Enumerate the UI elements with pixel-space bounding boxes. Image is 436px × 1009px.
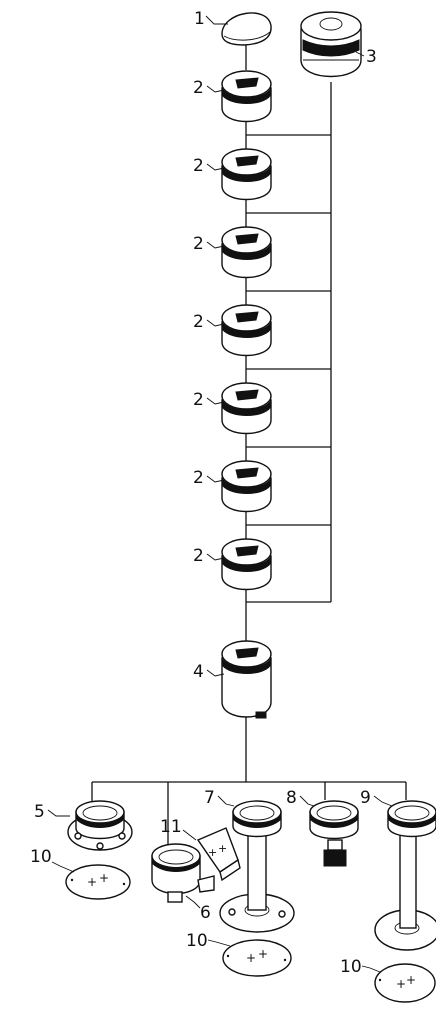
- part-sound-module: [300, 11, 362, 78]
- svg-text:+: +: [218, 842, 227, 855]
- callout-6: 6: [200, 903, 211, 923]
- callout-1: 1: [194, 9, 205, 29]
- callout-7: 7: [204, 788, 215, 808]
- part-angle-bracket: + +: [196, 827, 241, 882]
- svg-text:+: +: [246, 951, 256, 965]
- callout-2: 2: [193, 546, 204, 566]
- part-gasket: + +: [65, 864, 131, 900]
- part-light-module: [221, 460, 272, 513]
- callout-2: 2: [193, 78, 204, 98]
- callout-2: 2: [193, 468, 204, 488]
- part-light-module: [221, 148, 272, 201]
- part-bracket-mount: [151, 843, 215, 903]
- part-light-module: [221, 382, 272, 435]
- callout-2: 2: [193, 234, 204, 254]
- callout-2: 2: [193, 312, 204, 332]
- svg-text:+: +: [406, 973, 416, 987]
- callout-9: 9: [360, 788, 371, 808]
- callout-8: 8: [286, 788, 297, 808]
- part-dome-cap: [221, 12, 272, 46]
- part-base-module: [221, 640, 272, 719]
- callout-2: 2: [193, 390, 204, 410]
- part-tube-mount: [219, 800, 295, 933]
- callout-10: 10: [30, 847, 52, 867]
- part-light-module: [221, 538, 272, 591]
- svg-text:+: +: [99, 871, 109, 885]
- part-light-module: [221, 226, 272, 279]
- callout-10: 10: [186, 931, 208, 951]
- callout-2: 2: [193, 156, 204, 176]
- svg-text:+: +: [396, 977, 406, 991]
- part-gasket: + +: [374, 963, 436, 1003]
- callout-4: 4: [193, 662, 204, 682]
- svg-text:+: +: [258, 947, 268, 961]
- part-light-module: [221, 304, 272, 357]
- svg-text:+: +: [87, 875, 97, 889]
- callout-3: 3: [366, 47, 377, 67]
- part-flat-mount: [67, 800, 133, 851]
- svg-text:+: +: [208, 846, 217, 859]
- leader-lines: [47, 15, 393, 973]
- part-gasket: + +: [222, 939, 292, 977]
- part-thread-adapter: [309, 800, 359, 867]
- callout-10: 10: [340, 957, 362, 977]
- part-tall-tube-mount: [374, 800, 436, 951]
- callout-11: 11: [160, 817, 182, 837]
- callout-5: 5: [34, 802, 45, 822]
- part-light-module: [221, 70, 272, 123]
